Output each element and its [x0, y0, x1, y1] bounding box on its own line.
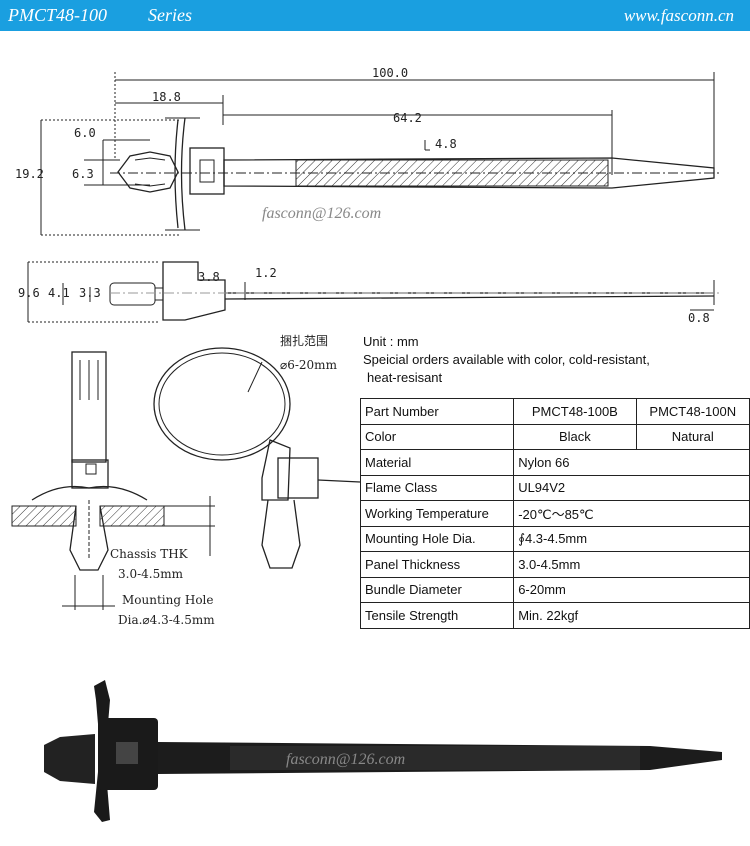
- dim-side-height: 9.6: [18, 286, 40, 300]
- table-row: Working Temperature -20℃～85℃: [359, 500, 750, 527]
- spec-label: Material: [359, 449, 515, 476]
- website-label: www.fasconn.cn: [623, 6, 734, 25]
- dim-tail-length: 64.2: [393, 111, 422, 125]
- spec-label: Tensile Strength: [359, 602, 515, 629]
- bundle-label: 捆扎范围: [280, 334, 328, 348]
- dim-side-a: 4.1: [48, 286, 70, 300]
- spec-value: -20℃～85℃: [513, 500, 750, 527]
- dim-side-b: 3.3: [79, 286, 101, 300]
- spec-label: Panel Thickness: [359, 551, 515, 578]
- spec-table: Part Number PMCT48-100B PMCT48-100N Colo…: [359, 398, 750, 629]
- model-title: PMCT48-100: [8, 5, 107, 25]
- mounted-view: [11, 351, 215, 610]
- unit-note: Unit : mm: [363, 334, 419, 349]
- table-row: Panel Thickness 3.0-4.5mm: [359, 551, 750, 578]
- part-number-n: PMCT48-100N: [635, 398, 750, 425]
- color-label: Color: [359, 423, 515, 450]
- hole-title: Mounting Hole: [122, 593, 213, 607]
- special-order-note-1: Speicial orders available with color, co…: [363, 352, 650, 367]
- table-row: Tensile Strength Min. 22kgf: [359, 602, 750, 629]
- spec-label: Mounting Hole Dia.: [359, 525, 515, 552]
- color-n: Natural: [635, 423, 750, 450]
- table-row: Material Nylon 66: [359, 449, 750, 476]
- top-view: [40, 72, 722, 236]
- series-label: Series: [148, 5, 192, 25]
- dim-total-length: 100.0: [372, 66, 408, 80]
- loop-view: [153, 347, 361, 569]
- dim-head-thickness: 3.8: [198, 270, 220, 284]
- hole-value: Dia.⌀4.3-4.5mm: [118, 613, 215, 627]
- dim-strap-thickness: 1.2: [255, 266, 277, 280]
- spec-value: 3.0-4.5mm: [513, 551, 750, 578]
- spec-value: Min. 22kgf: [513, 602, 750, 629]
- spec-value: 6-20mm: [513, 576, 750, 603]
- color-b: Black: [513, 423, 637, 450]
- table-row: Part Number PMCT48-100B PMCT48-100N: [359, 398, 750, 425]
- watermark-top: fasconn@126.com: [262, 205, 381, 222]
- spec-value: Nylon 66: [513, 449, 750, 476]
- table-row: Mounting Hole Dia. ∮4.3-4.5mm: [359, 525, 750, 552]
- table-row: Color Black Natural: [359, 423, 750, 450]
- dim-head-length: 18.8: [152, 90, 181, 104]
- part-number-b: PMCT48-100B: [513, 398, 637, 425]
- side-view: [27, 261, 722, 323]
- spec-value: UL94V2: [513, 474, 750, 501]
- dim-clip-width: 6.0: [74, 126, 96, 140]
- header-bar: PMCT48-100 Series www.fasconn.cn: [0, 0, 750, 31]
- dim-clip-tip: 6.3: [72, 167, 94, 181]
- table-row: Bundle Diameter 6-20mm: [359, 576, 750, 603]
- dim-strap-width: 4.8: [435, 137, 457, 151]
- chassis-title: Chassis THK: [110, 547, 189, 561]
- bundle-range: ⌀6-20mm: [280, 358, 338, 372]
- special-order-note-2: heat-resisant: [367, 370, 443, 385]
- table-row: Flame Class UL94V2: [359, 474, 750, 501]
- product-photo: [44, 680, 722, 822]
- part-number-label: Part Number: [359, 398, 515, 425]
- spec-label: Bundle Diameter: [359, 576, 515, 603]
- spec-label: Working Temperature: [359, 500, 515, 527]
- notes-block: Unit : mm Speicial orders available with…: [363, 333, 650, 387]
- spec-value: ∮4.3-4.5mm: [513, 525, 750, 552]
- spec-label: Flame Class: [359, 474, 515, 501]
- dim-head-height: 19.2: [15, 167, 44, 181]
- dim-tip-thickness: 0.8: [688, 311, 710, 325]
- chassis-value: 3.0-4.5mm: [118, 567, 184, 581]
- watermark-bottom: fasconn@126.com: [286, 751, 405, 768]
